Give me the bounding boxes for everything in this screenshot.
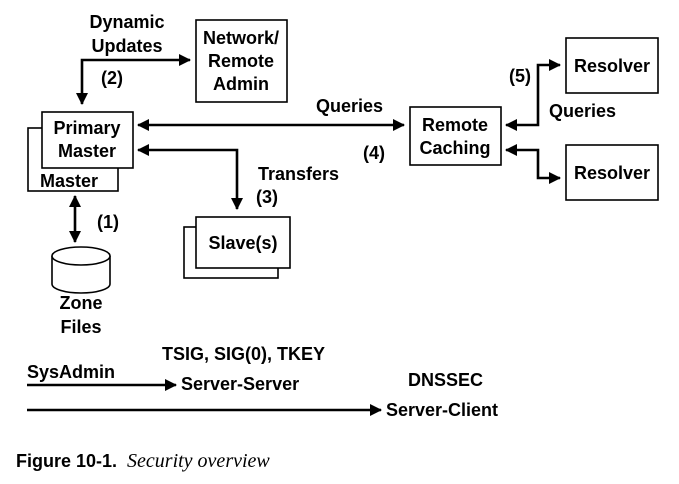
dynamic-updates-label-line1: Dynamic [89, 12, 164, 32]
network-admin-line2: Remote [208, 51, 274, 71]
primary-master-node: Primary Master [41, 111, 134, 169]
remote-caching-node: Remote Caching [409, 106, 502, 166]
master-shadow-label: Master [40, 171, 98, 191]
sysadmin-legend-label: SysAdmin [27, 362, 115, 382]
zone-files-cylinder-top [51, 246, 111, 266]
zone-files-line1: Zone [60, 293, 103, 313]
figure-caption: Figure 10-1. Security overview [16, 450, 270, 472]
figure-caption-text: Security overview [127, 450, 270, 472]
slaves-label: Slave(s) [208, 233, 277, 253]
step2-label: (2) [101, 68, 123, 88]
step3-label: (3) [256, 187, 278, 207]
remote-caching-line1: Remote [422, 115, 488, 135]
network-admin-node: Network/ Remote Admin [195, 19, 288, 103]
step4-label: (4) [363, 143, 385, 163]
slaves-node: Slave(s) [183, 216, 291, 279]
resolver-top-label: Resolver [574, 56, 650, 76]
primary-master-line1: Primary [53, 118, 120, 138]
server-client-legend-label: Server-Client [386, 400, 498, 420]
step1-label: (1) [97, 212, 119, 232]
queries-label: Queries [316, 96, 383, 116]
zone-files-cylinder-body [51, 256, 111, 294]
transfers-label: Transfers [258, 164, 339, 184]
tsig-legend-title: TSIG, SIG(0), TKEY [162, 344, 325, 364]
dnssec-legend-title: DNSSEC [408, 370, 483, 390]
resolver-top-arrow [505, 59, 561, 131]
resolver-bottom-arrow [505, 144, 561, 184]
network-admin-line1: Network/ [203, 28, 279, 48]
transfers-arrow [137, 144, 243, 210]
dynamic-updates-label-line2: Updates [91, 36, 162, 56]
dynamic-updates-arrow [76, 54, 191, 105]
zone-files-node: Zone Files [51, 246, 111, 337]
server-server-legend-label: Server-Server [181, 374, 299, 394]
resolver-queries-label: Queries [549, 101, 616, 121]
network-admin-line3: Admin [213, 74, 269, 94]
figure-caption-label: Figure 10-1. [16, 451, 117, 471]
resolver-top-node: Resolver [565, 37, 659, 94]
zone-files-line2: Files [60, 317, 101, 337]
primary-master-line2: Master [58, 141, 116, 161]
resolver-bottom-label: Resolver [574, 163, 650, 183]
resolver-bottom-node: Resolver [565, 144, 659, 201]
step5-label: (5) [509, 66, 531, 86]
remote-caching-line2: Caching [419, 138, 490, 158]
